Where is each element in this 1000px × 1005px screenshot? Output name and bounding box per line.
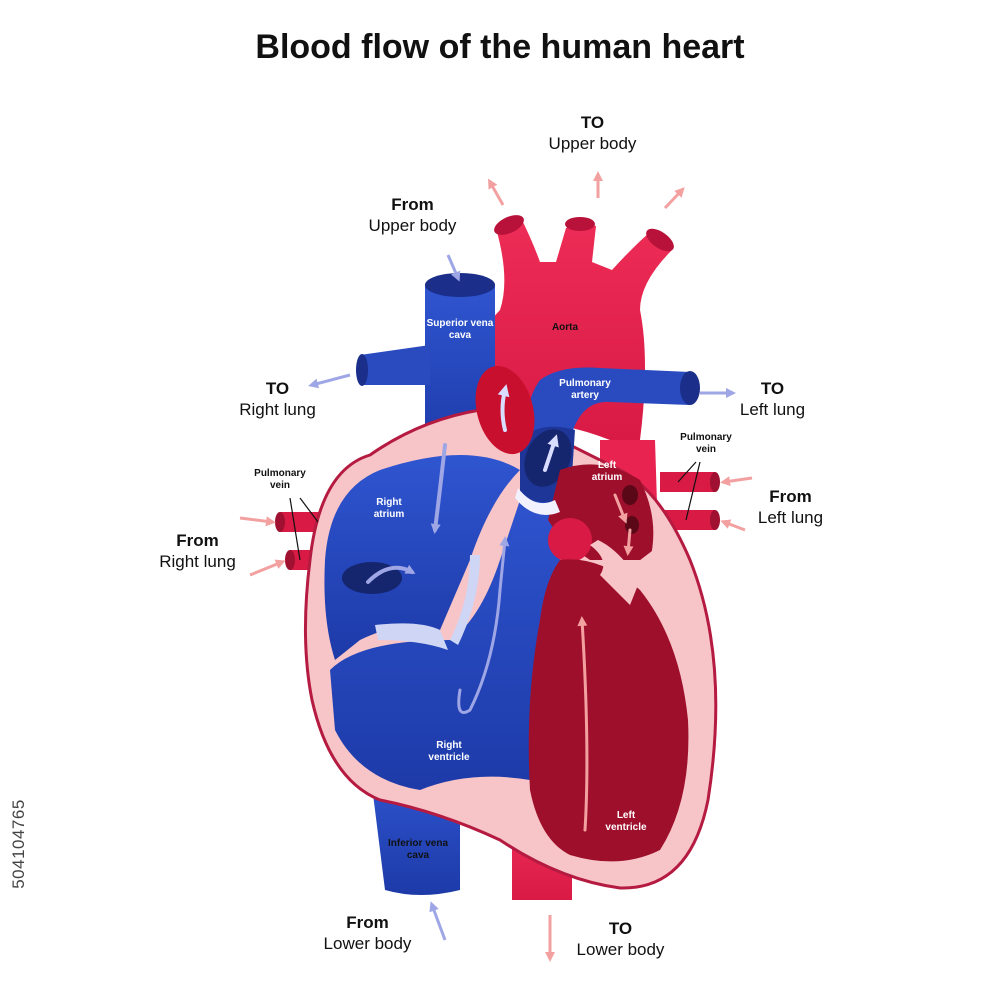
label-to-lower-body: TO Lower body bbox=[576, 919, 665, 960]
label-pulmonary-artery: Pulmonary artery bbox=[559, 378, 611, 401]
label-right-atrium: Right atrium bbox=[373, 497, 405, 520]
label-aorta: Aorta bbox=[551, 322, 579, 333]
label-to-right-lung: TO Right lung bbox=[239, 379, 316, 420]
internal-flow-arrows bbox=[342, 384, 634, 832]
external-flow-arrows bbox=[239, 171, 753, 962]
label-to-left-lung: TO Left lung bbox=[739, 379, 806, 420]
tricuspid-valve bbox=[375, 623, 448, 650]
label-left-ventricle: Left ventricle bbox=[605, 810, 647, 833]
label-superior-vena-cava: Superior vena cava bbox=[426, 318, 494, 341]
label-pulmonary-vein-right: Pulmonary vein bbox=[254, 468, 306, 491]
label-left-atrium: Left atrium bbox=[591, 460, 623, 483]
label-to-upper-body: TO Upper body bbox=[548, 113, 637, 154]
label-from-upper-body: From Upper body bbox=[368, 195, 457, 236]
aortic-root bbox=[475, 365, 535, 455]
septum-line bbox=[450, 555, 480, 645]
label-right-ventricle: Right ventricle bbox=[428, 740, 470, 763]
label-pulmonary-vein-left: Pulmonary vein bbox=[680, 432, 732, 455]
label-from-left-lung: From Left lung bbox=[757, 487, 824, 528]
mitral-valve bbox=[590, 540, 665, 605]
left-ventricle-chamber bbox=[528, 559, 689, 862]
label-from-lower-body: From Lower body bbox=[323, 913, 412, 954]
diagram-title: Blood flow of the human heart bbox=[255, 28, 745, 66]
stock-id-watermark: 504104765 bbox=[9, 799, 28, 889]
label-inferior-vena-cava: Inferior vena cava bbox=[387, 838, 449, 861]
pulmonary-valve bbox=[515, 488, 560, 515]
label-from-right-lung: From Right lung bbox=[159, 531, 236, 572]
leader-lines bbox=[289, 461, 701, 561]
right-atrium-chamber bbox=[324, 455, 520, 660]
